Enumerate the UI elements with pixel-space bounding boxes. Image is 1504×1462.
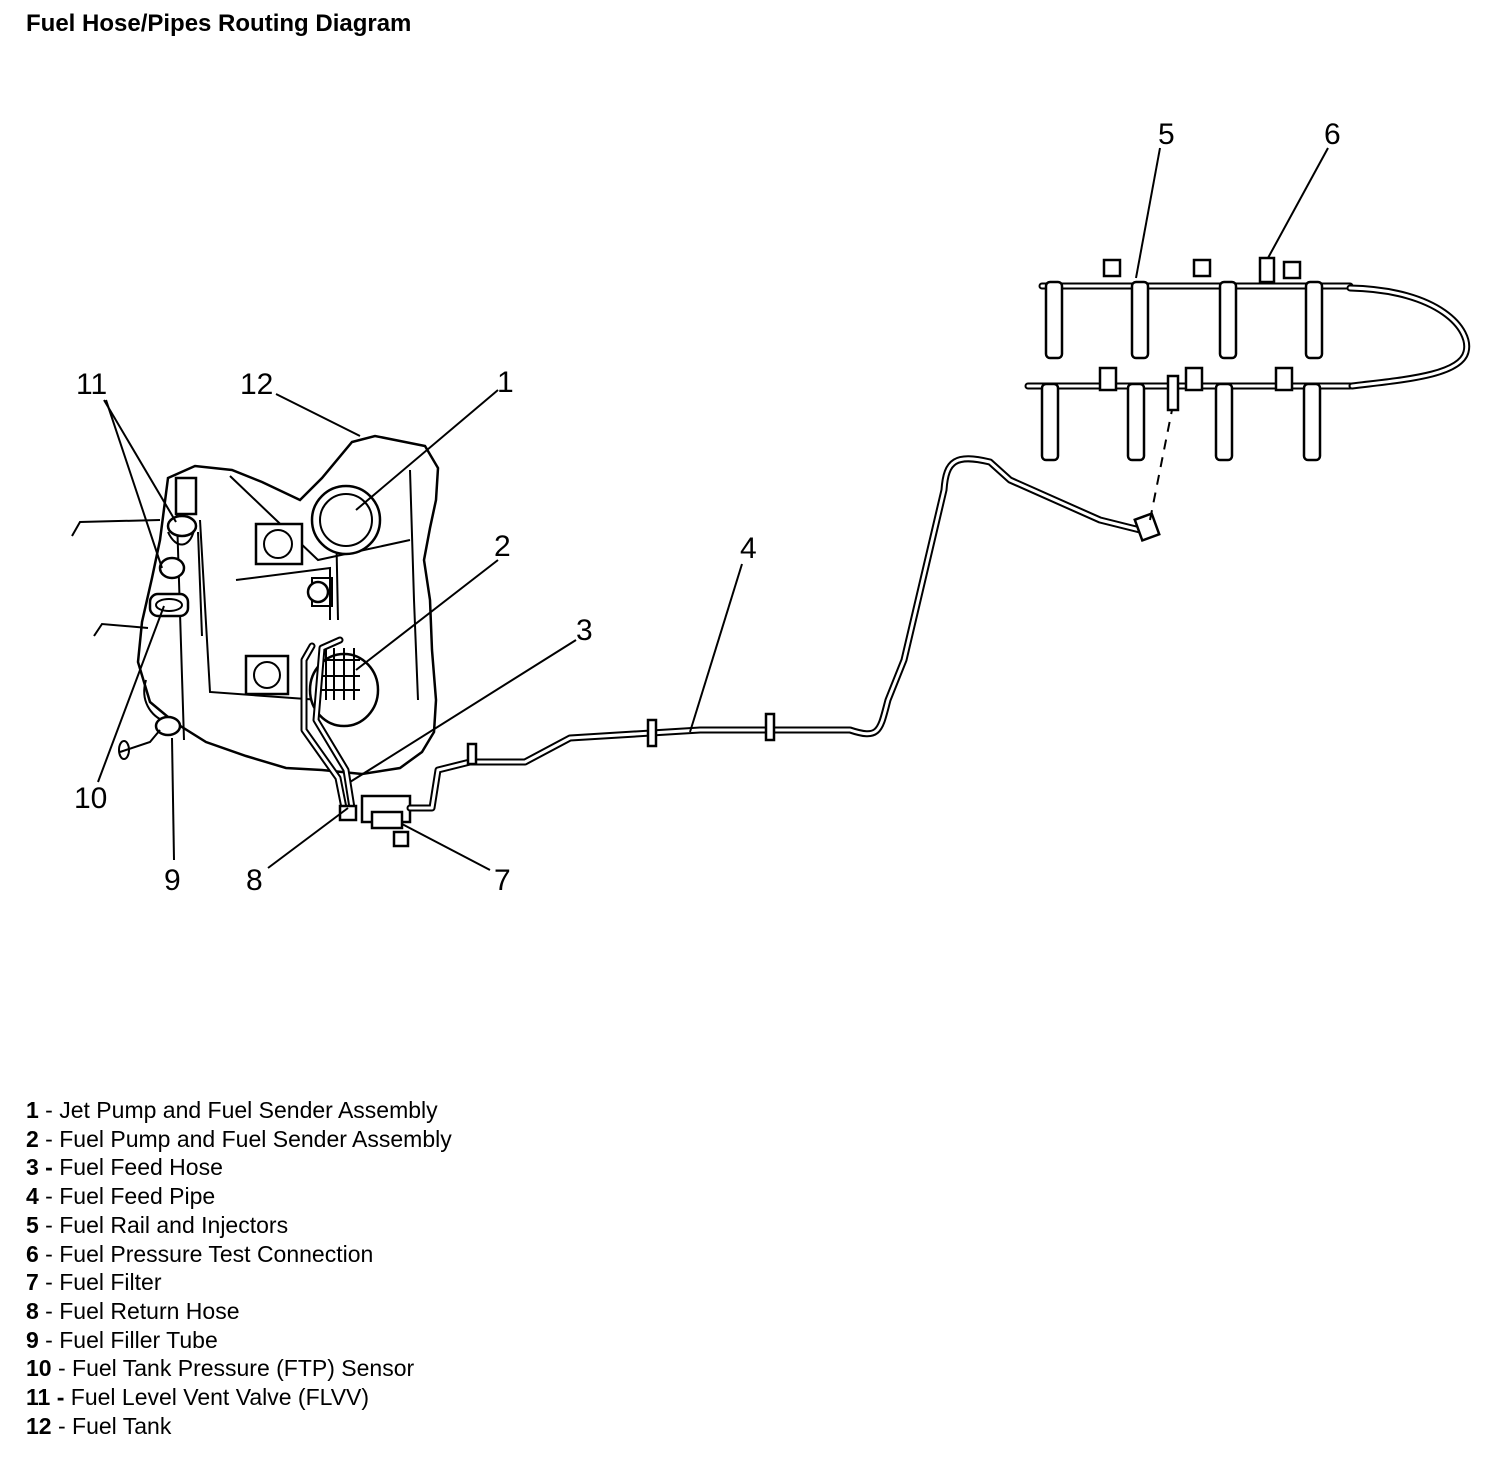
legend-text: - Fuel Pump and Fuel Sender Assembly xyxy=(38,1125,452,1152)
fuel-pump-sender xyxy=(308,648,380,728)
legend-text: - Fuel Feed Pipe xyxy=(38,1183,216,1210)
callout-1: 1 xyxy=(497,366,514,399)
callout-9: 9 xyxy=(164,864,181,897)
callout-5: 5 xyxy=(1158,118,1175,151)
legend-item: 7 - Fuel Filter xyxy=(26,1268,452,1297)
legend-text: - Fuel Tank xyxy=(51,1412,172,1439)
legend-text: - Fuel Pressure Test Connection xyxy=(38,1240,374,1267)
legend-number: 1 xyxy=(26,1097,39,1123)
callout-3: 3 xyxy=(576,614,593,647)
callout-8: 8 xyxy=(246,864,263,897)
legend-number: 2 xyxy=(26,1125,39,1152)
legend-number: 7 xyxy=(26,1269,39,1296)
diagram-title: Fuel Hose/Pipes Routing Diagram xyxy=(26,10,412,37)
legend-item: 2 - Fuel Pump and Fuel Sender Assembly xyxy=(26,1125,452,1154)
legend-number: 3 - xyxy=(26,1154,53,1181)
legend-item: 11 - Fuel Level Vent Valve (FLVV) xyxy=(26,1383,452,1412)
legend-text: - Fuel Filter xyxy=(38,1269,162,1296)
legend-item: 9 - Fuel Filler Tube xyxy=(26,1326,452,1355)
legend-item: 5 - Fuel Rail and Injectors xyxy=(26,1211,452,1240)
fuel-rails-and-injectors xyxy=(1024,256,1471,521)
legend-number: 12 xyxy=(26,1412,52,1439)
legend-item: 4 - Fuel Feed Pipe xyxy=(26,1182,452,1211)
legend-text: - Fuel Tank Pressure (FTP) Sensor xyxy=(51,1355,415,1382)
legend-item: 10 - Fuel Tank Pressure (FTP) Sensor xyxy=(26,1354,452,1383)
filler-tube xyxy=(118,679,182,760)
parts-legend: 1 - Jet Pump and Fuel Sender Assembly 2 … xyxy=(26,1096,452,1440)
callout-2: 2 xyxy=(494,530,511,563)
callout-6: 6 xyxy=(1324,118,1341,151)
flvv-and-ftp-sensor xyxy=(71,514,198,637)
leader-lines xyxy=(97,147,1329,871)
callout-10: 10 xyxy=(74,782,107,815)
feed-and-return-hoses xyxy=(300,636,356,812)
jet-pump-sender xyxy=(310,484,382,556)
legend-number: 9 xyxy=(26,1326,39,1353)
legend-number: 4 xyxy=(26,1183,39,1210)
legend-item: 12 - Fuel Tank xyxy=(26,1412,452,1441)
legend-text: - Jet Pump and Fuel Sender Assembly xyxy=(38,1097,438,1123)
legend-item: 1 - Jet Pump and Fuel Sender Assembly xyxy=(26,1096,452,1125)
legend-item: 6 - Fuel Pressure Test Connection xyxy=(26,1240,452,1269)
legend-number: 10 xyxy=(26,1355,52,1382)
legend-text: - Fuel Rail and Injectors xyxy=(38,1211,289,1238)
callout-12: 12 xyxy=(240,368,273,401)
legend-number: 6 xyxy=(26,1240,39,1267)
legend-number: 11 - xyxy=(26,1384,65,1411)
legend-text: Fuel Feed Hose xyxy=(52,1154,223,1181)
fuel-routing-drawing: 1 2 3 4 5 6 7 8 9 10 11 12 xyxy=(71,118,1471,897)
callout-4: 4 xyxy=(740,532,757,565)
legend-number: 8 xyxy=(26,1297,39,1324)
legend-item: 3 - Fuel Feed Hose xyxy=(26,1153,452,1182)
callout-11: 11 xyxy=(76,368,107,401)
fuel-feed-pipe xyxy=(406,455,1161,812)
legend-text: - Fuel Return Hose xyxy=(38,1297,240,1324)
legend-item: 8 - Fuel Return Hose xyxy=(26,1297,452,1326)
legend-text: - Fuel Filler Tube xyxy=(38,1326,218,1353)
legend-number: 5 xyxy=(26,1211,39,1238)
fuel-filter xyxy=(338,794,412,848)
legend-text: Fuel Level Vent Valve (FLVV) xyxy=(64,1384,370,1411)
callout-7: 7 xyxy=(494,864,511,897)
